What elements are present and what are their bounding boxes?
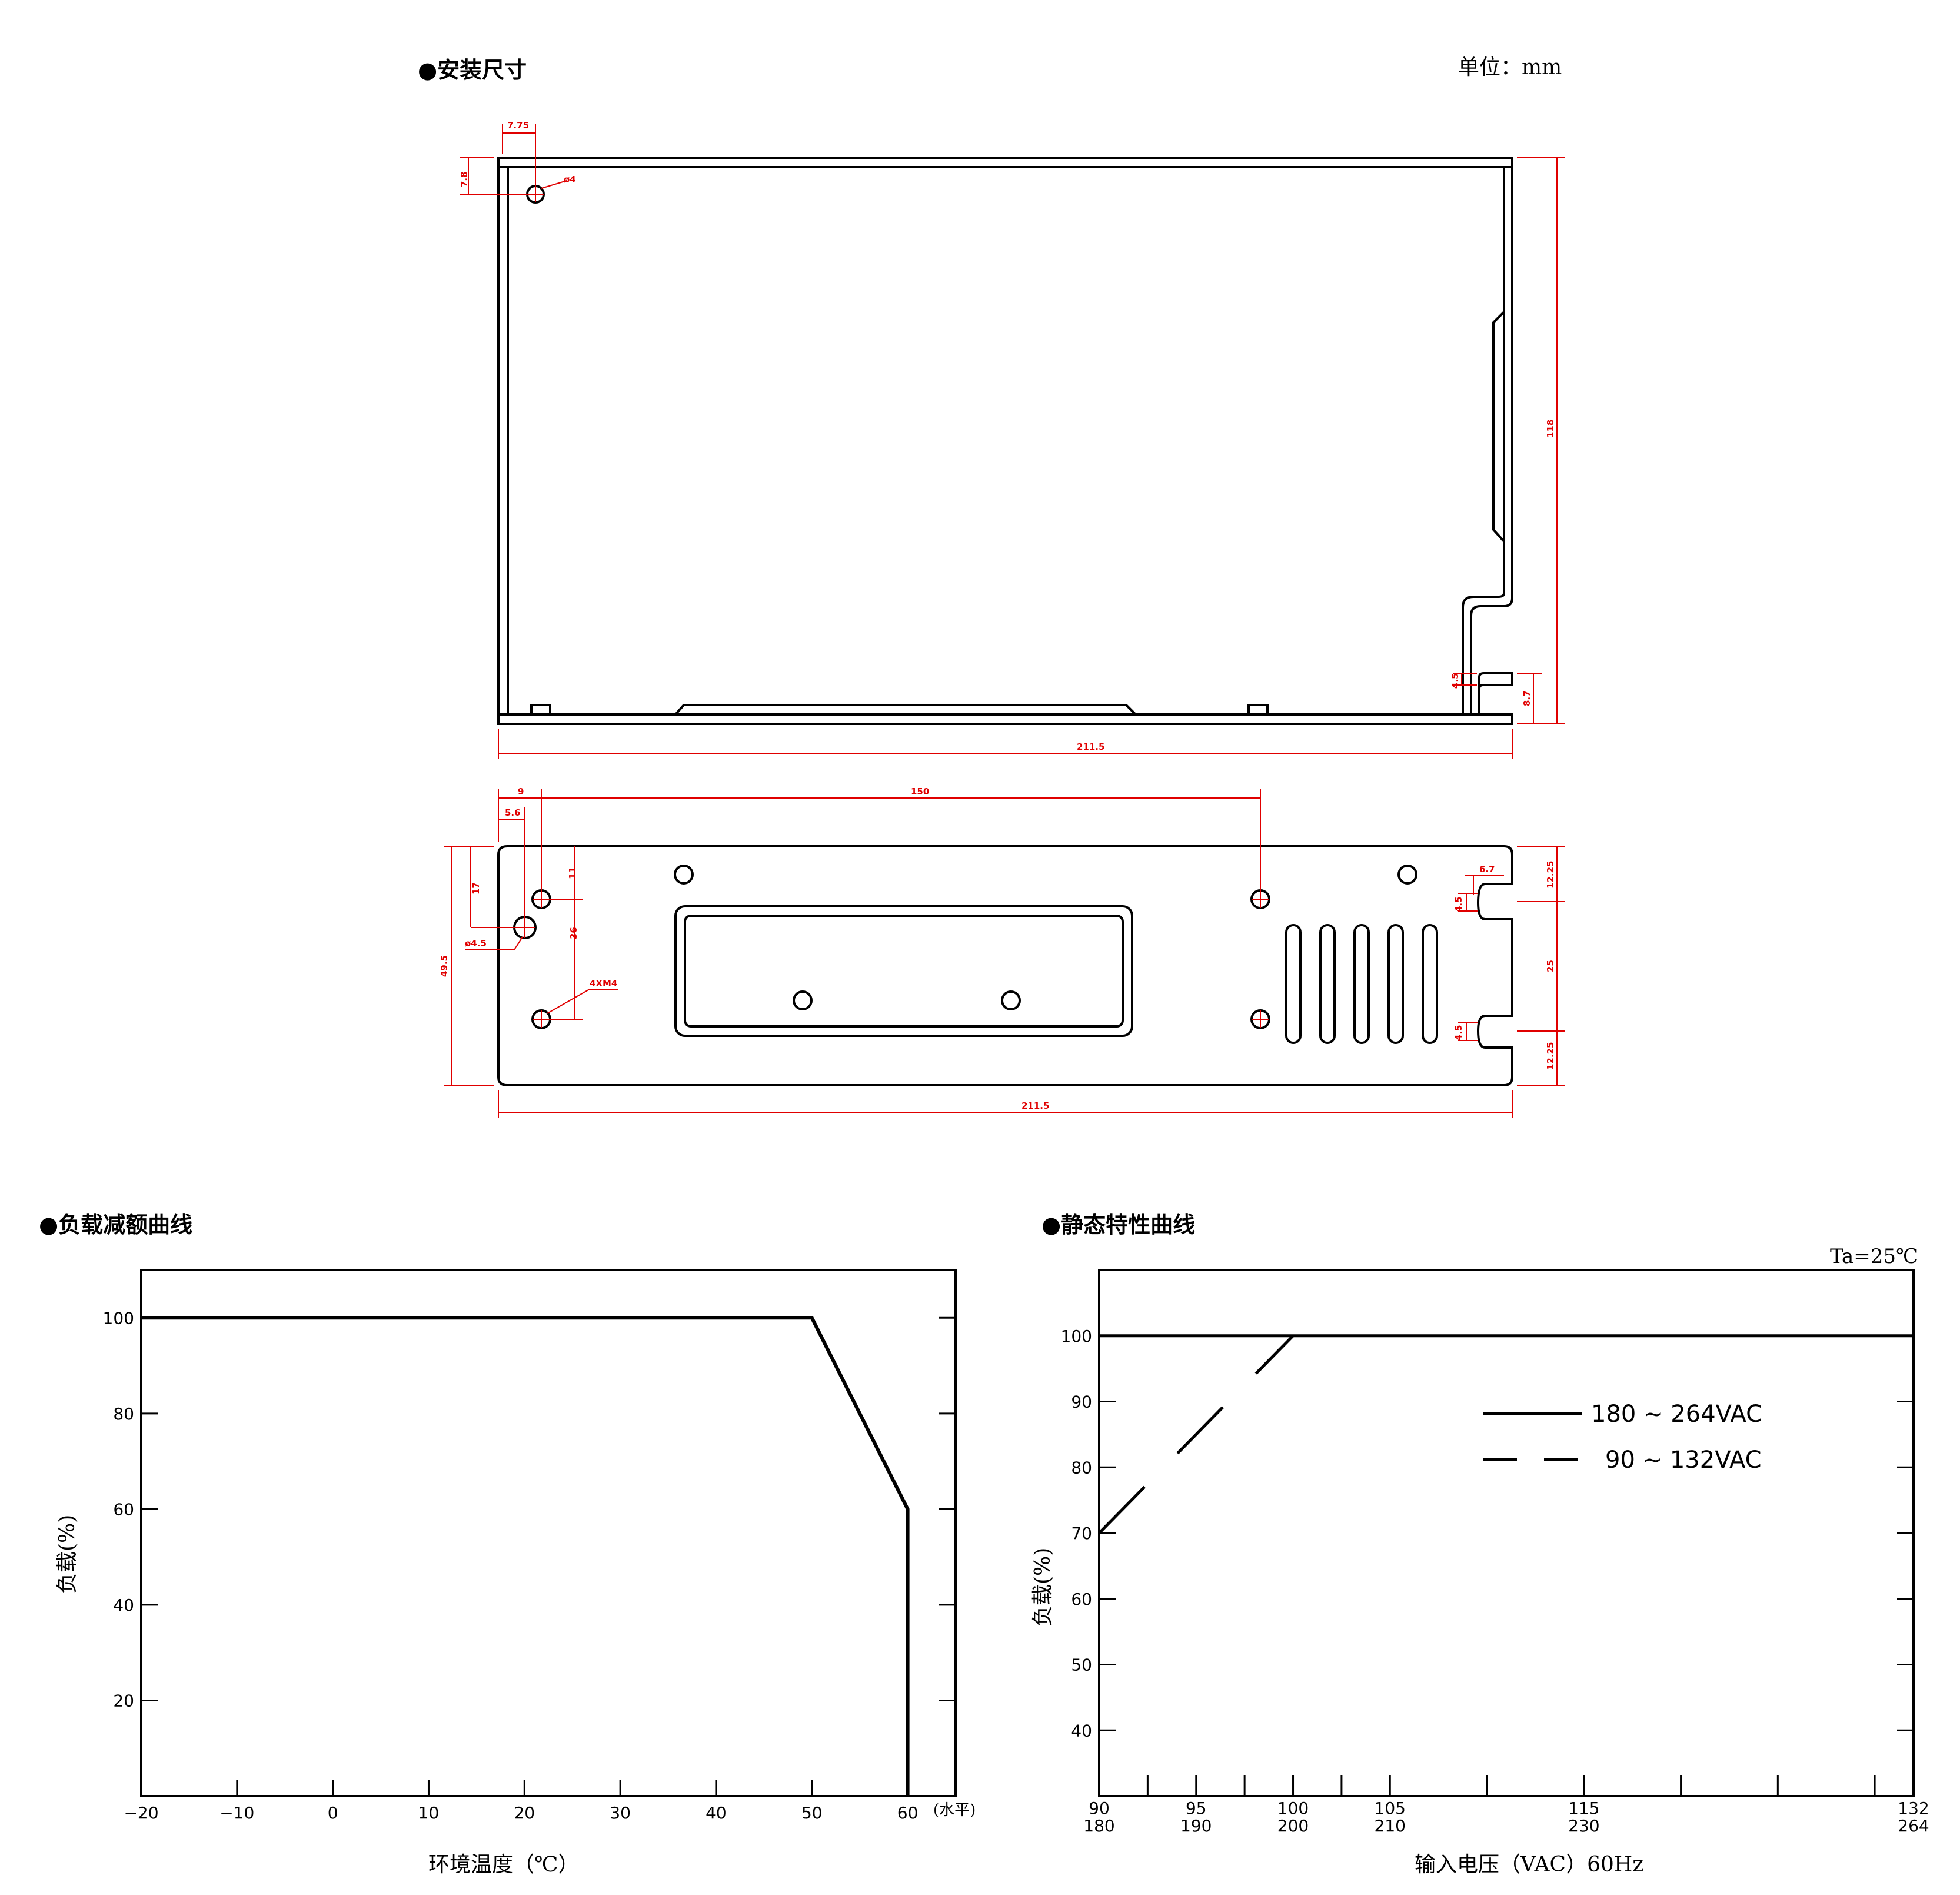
top-view-outline — [497, 157, 1513, 725]
derating-ylabel: 负载(%) — [55, 1515, 79, 1594]
static-x-tick-label-top: 95 — [1186, 1798, 1207, 1818]
legend-entry-180-264: 180 ~ 264VAC — [1591, 1401, 1762, 1428]
static-y-tick-label: 50 — [1071, 1655, 1092, 1675]
static-x-tick-label-top: 105 — [1375, 1798, 1406, 1818]
dim-49-5: 49.5 — [439, 955, 450, 977]
static-xlabel: 输入电压（VAC）60Hz — [1415, 1853, 1643, 1877]
side-view-holes — [513, 865, 1417, 1029]
dim-25: 25 — [1545, 960, 1556, 972]
derating-x-tick-label: 10 — [418, 1803, 440, 1823]
install-title: ●安装尺寸 — [418, 57, 527, 83]
unit-label: 单位：mm — [1458, 55, 1562, 79]
dim-9: 9 — [518, 786, 524, 797]
dim-hole-d4-5: ø4.5 — [465, 938, 487, 949]
derating-x-tick-label: 40 — [706, 1803, 727, 1823]
static-x-tick-label-bottom: 190 — [1180, 1816, 1212, 1836]
side-view-centerlines — [514, 890, 1269, 1028]
dim-11: 11 — [567, 867, 578, 879]
static-x-tick-label-top: 90 — [1089, 1798, 1110, 1818]
dim-150: 150 — [911, 786, 929, 797]
static-x-tick-label-top: 115 — [1568, 1798, 1599, 1818]
static-chart: ●静态特性曲线 Ta=25℃ 9018095190100200105210115… — [1031, 1212, 1929, 1877]
derating-x-ticks: −20 −10 0 10 20 30 40 50 60 — [124, 1780, 918, 1823]
top-view-holes — [526, 185, 545, 204]
static-ylabel: 负载(%) — [1031, 1548, 1055, 1627]
static-legend: 180 ~ 264VAC 90 ~ 132VAC — [1483, 1401, 1762, 1474]
dim-7-75: 7.75 — [507, 120, 529, 131]
static-y-tick-label: 90 — [1071, 1392, 1092, 1412]
side-view-outline — [497, 845, 1513, 1086]
derating-y-tick-label: 80 — [113, 1404, 134, 1424]
dim-4xm4: 4XM4 — [590, 978, 617, 989]
dim-17: 17 — [471, 882, 481, 895]
dim-12-25-upper: 12.25 — [1545, 861, 1556, 889]
side-view-dimension-lines — [444, 789, 1565, 1118]
static-y-tick-label: 100 — [1061, 1326, 1092, 1346]
top-view-dimension-labels: 7.75 7.8 ø4 118 4.5 8.7 211.5 — [459, 120, 1556, 752]
static-y-ticks: 40 50 60 70 80 90 100 — [1061, 1326, 1914, 1740]
derating-y-tick-label: 100 — [103, 1308, 134, 1328]
dim-6-7: 6.7 — [1479, 864, 1495, 875]
dim-8-7: 8.7 — [1522, 690, 1532, 706]
static-title: ●静态特性曲线 — [1041, 1212, 1195, 1238]
dim-4-5: 4.5 — [1450, 673, 1460, 689]
derating-x-tick-label: 0 — [328, 1803, 338, 1823]
dim-4-5-lower: 4.5 — [1453, 1025, 1464, 1040]
derating-x-tick-label: 60 — [897, 1803, 919, 1823]
dim-12-25-lower: 12.25 — [1545, 1042, 1556, 1070]
static-x-tick-label-top: 132 — [1898, 1798, 1929, 1818]
derating-line — [141, 1316, 910, 1796]
static-series — [1098, 1334, 1914, 1534]
static-y-tick-label: 80 — [1071, 1458, 1092, 1477]
static-line-90-132 — [1098, 1334, 1295, 1534]
derating-y-ticks: 20 40 60 80 100 — [103, 1308, 956, 1710]
top-view-dimension-lines — [460, 124, 1565, 759]
dim-5-6: 5.6 — [505, 807, 521, 818]
static-y-tick-label: 40 — [1071, 1721, 1092, 1740]
static-x-tick-label-bottom: 264 — [1898, 1816, 1929, 1836]
static-condition: Ta=25℃ — [1830, 1245, 1918, 1268]
dim-211-5-top: 211.5 — [1077, 742, 1104, 752]
derating-title: ●负载减额曲线 — [39, 1212, 192, 1238]
static-x-tick-label-bottom: 200 — [1277, 1816, 1309, 1836]
derating-xlabel: 环境温度（℃） — [428, 1853, 579, 1877]
static-x-tick-label-top: 100 — [1277, 1798, 1309, 1818]
derating-x-tick-label: −10 — [219, 1803, 254, 1823]
dim-7-8: 7.8 — [459, 171, 470, 187]
derating-y-tick-label: 20 — [113, 1691, 134, 1710]
legend-entry-90-132: 90 ~ 132VAC — [1605, 1447, 1762, 1474]
derating-y-tick-label: 40 — [113, 1595, 134, 1615]
derating-series — [141, 1316, 910, 1796]
dim-118: 118 — [1545, 420, 1556, 438]
static-y-tick-label: 70 — [1071, 1524, 1092, 1543]
static-x-tick-label-bottom: 210 — [1375, 1816, 1406, 1836]
dim-36: 36 — [568, 927, 579, 939]
derating-x-tick-label: 50 — [801, 1803, 823, 1823]
static-x-tick-label-bottom: 230 — [1568, 1816, 1599, 1836]
derating-plot-frame — [140, 1269, 957, 1797]
side-view-dimension-labels: 9 150 5.6 17 11 36 ø4.5 49.5 4XM4 6.7 4.… — [439, 786, 1556, 1111]
install-section: ●安装尺寸 单位：mm — [418, 55, 1565, 1118]
static-x-tick-label-bottom: 180 — [1083, 1816, 1114, 1836]
derating-x-tick-label: 30 — [610, 1803, 631, 1823]
derating-x-suffix: (水平) — [933, 1801, 976, 1819]
dim-211-5-side: 211.5 — [1021, 1101, 1049, 1111]
static-y-tick-label: 60 — [1071, 1590, 1092, 1609]
derating-x-tick-label: −20 — [124, 1803, 158, 1823]
derating-y-tick-label: 60 — [113, 1500, 134, 1519]
dim-4-5-upper: 4.5 — [1453, 896, 1464, 912]
static-plot-frame — [1098, 1269, 1915, 1797]
derating-x-tick-label: 20 — [514, 1803, 535, 1823]
dim-hole-d4: ø4 — [564, 174, 576, 185]
